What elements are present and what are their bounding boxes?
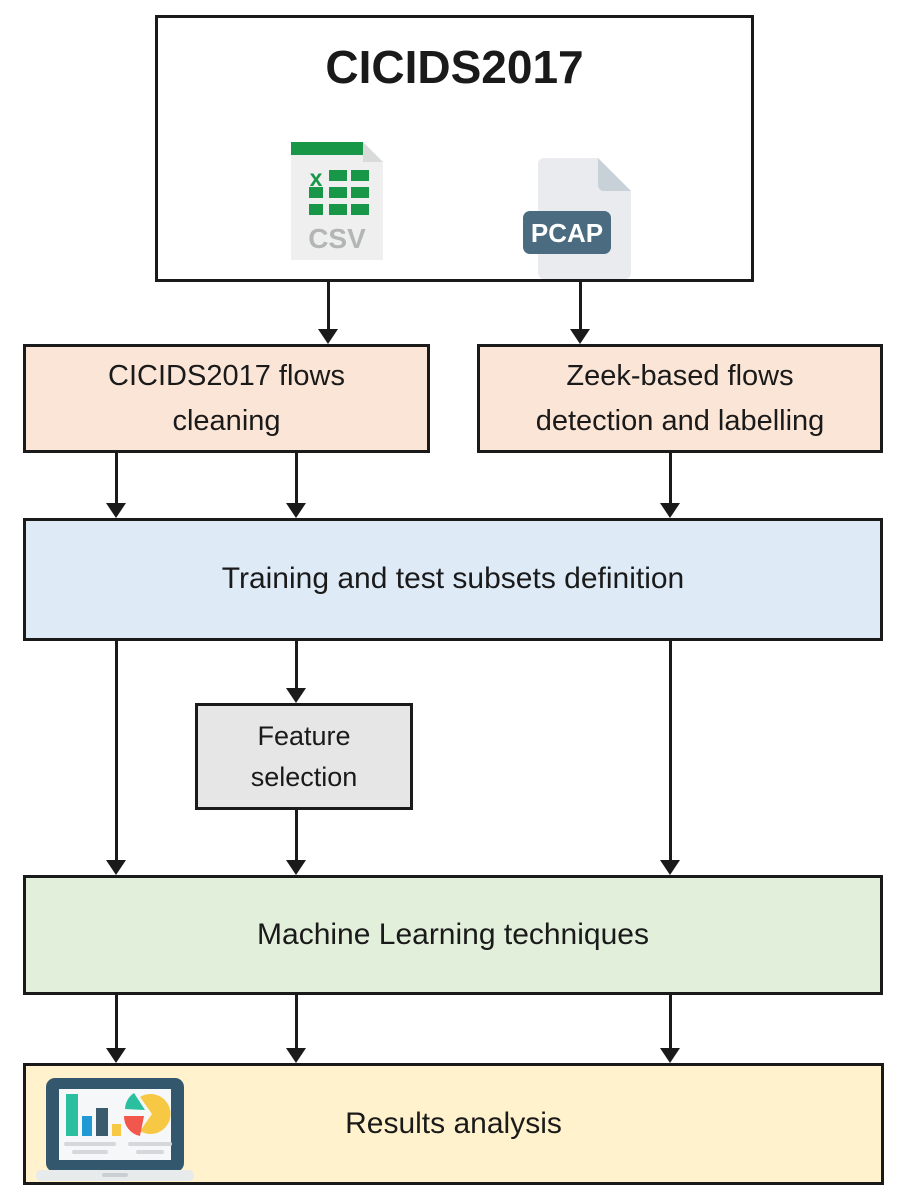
pcap-label: PCAP — [531, 218, 603, 248]
subsets-definition-label: Training and test subsets definition — [221, 562, 685, 596]
subsets-definition-box: Training and test subsets definition — [23, 518, 883, 641]
flows-cleaning-line1: CICIDS2017 flows — [108, 359, 345, 392]
arrow-ml-to-results-left — [106, 995, 126, 1063]
arrow-cleaning-to-subsets-right — [286, 452, 306, 518]
ml-techniques-box: Machine Learning techniques — [23, 875, 883, 995]
results-analysis-label: Results analysis — [345, 1106, 562, 1140]
dataset-icons-row: x CSV PCAP — [158, 140, 751, 280]
dataset-box: CICIDS2017 x CSV — [155, 15, 754, 282]
zeek-labelling-line2: detection and labelling — [535, 404, 825, 437]
arrow-cleaning-to-subsets-left — [106, 452, 126, 518]
csv-file-icon: x CSV — [291, 142, 383, 260]
arrow-dataset-to-cleaning — [318, 282, 338, 344]
feature-selection-line2: selection — [250, 761, 358, 792]
pcap-file-icon: PCAP — [523, 158, 631, 279]
arrow-subsets-to-ml-left — [106, 641, 126, 875]
feature-selection-line1: Feature — [257, 721, 351, 751]
arrow-dataset-to-zeek — [570, 282, 590, 344]
csv-label: CSV — [308, 223, 366, 254]
dataset-title: CICIDS2017 — [325, 41, 584, 93]
results-analysis-box: Results analysis — [23, 1063, 884, 1185]
zeek-labelling-box: Zeek-based flows detection and labelling — [477, 344, 883, 453]
results-laptop-chart-icon — [36, 1078, 194, 1181]
zeek-labelling-line1: Zeek-based flows — [566, 359, 794, 392]
arrow-subsets-to-ml-right — [660, 641, 680, 875]
arrow-feature-to-ml — [286, 810, 306, 875]
arrow-ml-to-results-center — [286, 995, 306, 1063]
feature-selection-box: Feature selection — [195, 703, 413, 810]
flows-cleaning-line2: cleaning — [172, 404, 281, 437]
arrow-zeek-to-subsets — [660, 452, 680, 518]
arrow-ml-to-results-right — [660, 995, 680, 1063]
csv-grid-x-glyph: x — [310, 165, 323, 191]
arrow-subsets-to-feature — [286, 641, 306, 703]
flows-cleaning-box: CICIDS2017 flows cleaning — [23, 344, 430, 453]
ml-techniques-label: Machine Learning techniques — [257, 917, 649, 951]
